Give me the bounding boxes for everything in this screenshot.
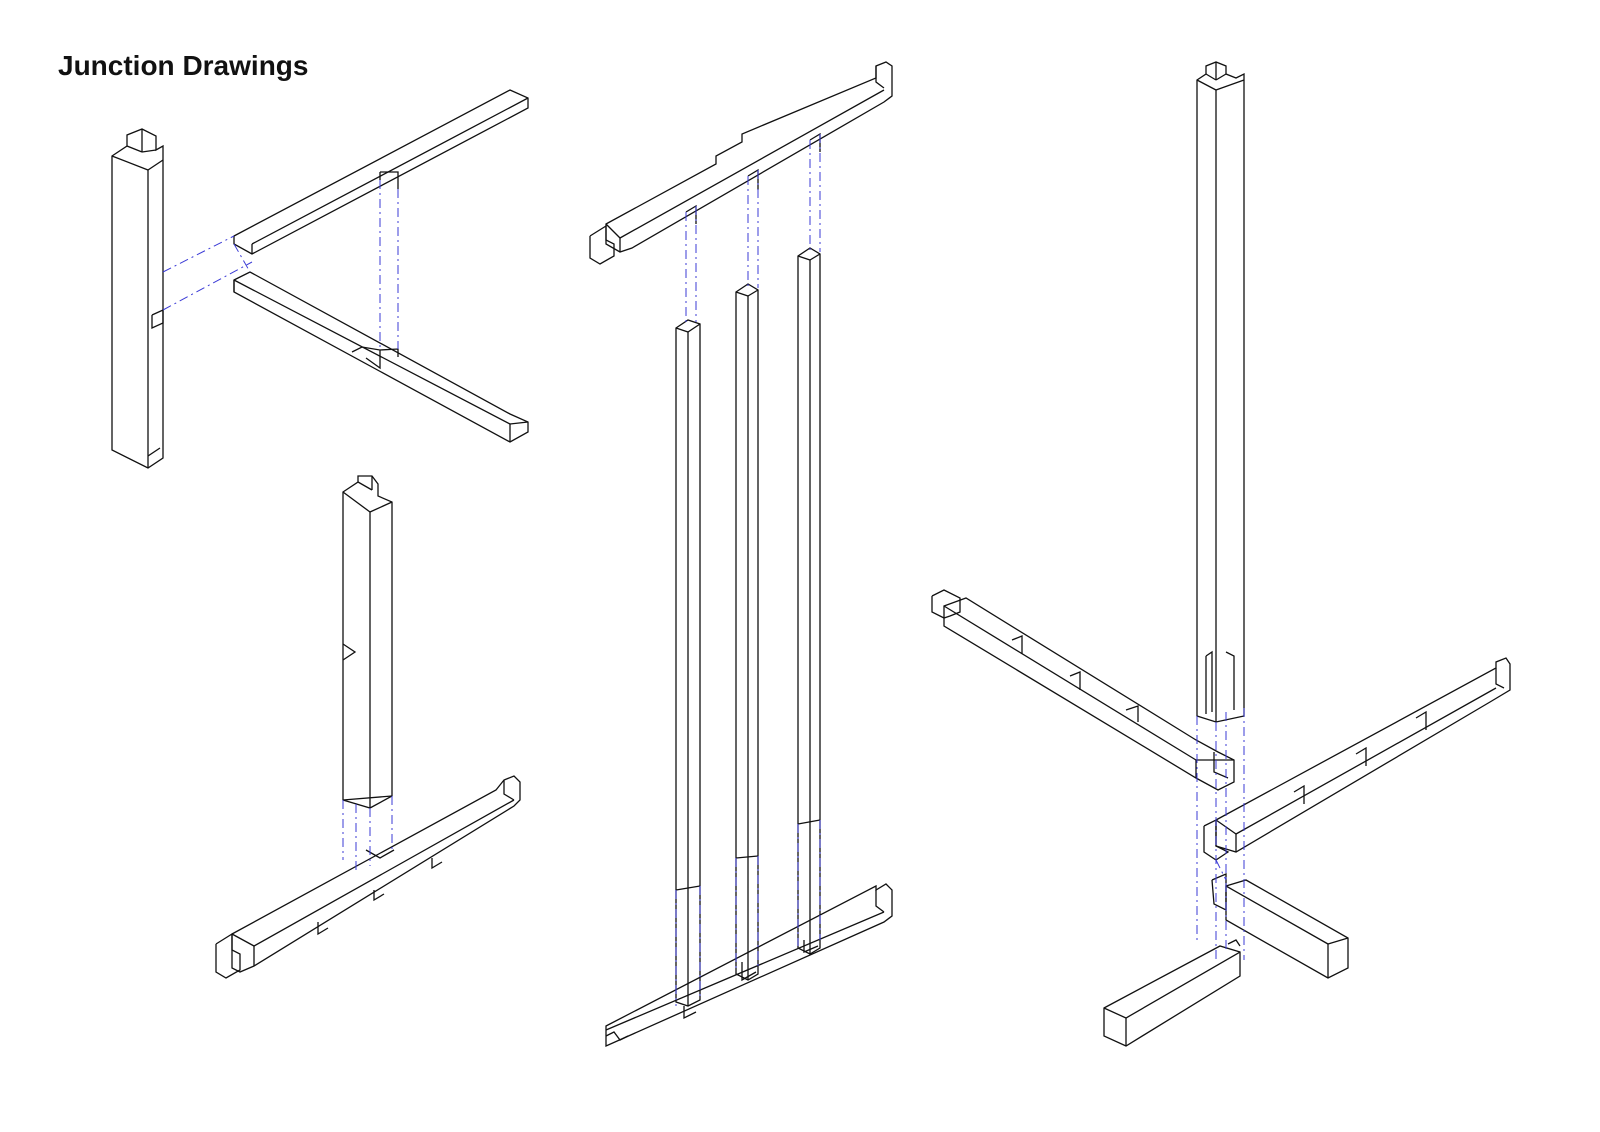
cross-left-stub: [1103, 939, 1241, 1047]
frame-hidden-lines: [675, 134, 821, 1006]
tee-post: [342, 475, 393, 809]
cross-hidden-lines: [1196, 708, 1245, 960]
frame-bottom-rail: [605, 883, 893, 1048]
corner-lower-rail: [233, 271, 529, 443]
corner-junction: [111, 89, 529, 469]
tee-junction: [215, 475, 521, 979]
page-title: Junction Drawings: [58, 50, 309, 81]
frame-post-right: [797, 247, 821, 955]
tee-base-rail: [215, 775, 521, 979]
frame-post-left: [675, 319, 701, 1007]
three-post-frame: [589, 61, 893, 1048]
frame-post-middle: [735, 283, 759, 981]
tee-hidden-lines: [342, 796, 393, 870]
cross-right-rail: [1203, 657, 1511, 861]
corner-post: [111, 128, 164, 469]
cross-post: [1196, 61, 1245, 723]
cross-junction: [931, 61, 1511, 1047]
cross-right-stub: [1211, 873, 1349, 979]
frame-top-rail: [589, 61, 893, 265]
corner-hidden-lines: [162, 180, 399, 350]
cross-left-rail: [931, 589, 1235, 791]
corner-upper-rail: [233, 89, 529, 255]
